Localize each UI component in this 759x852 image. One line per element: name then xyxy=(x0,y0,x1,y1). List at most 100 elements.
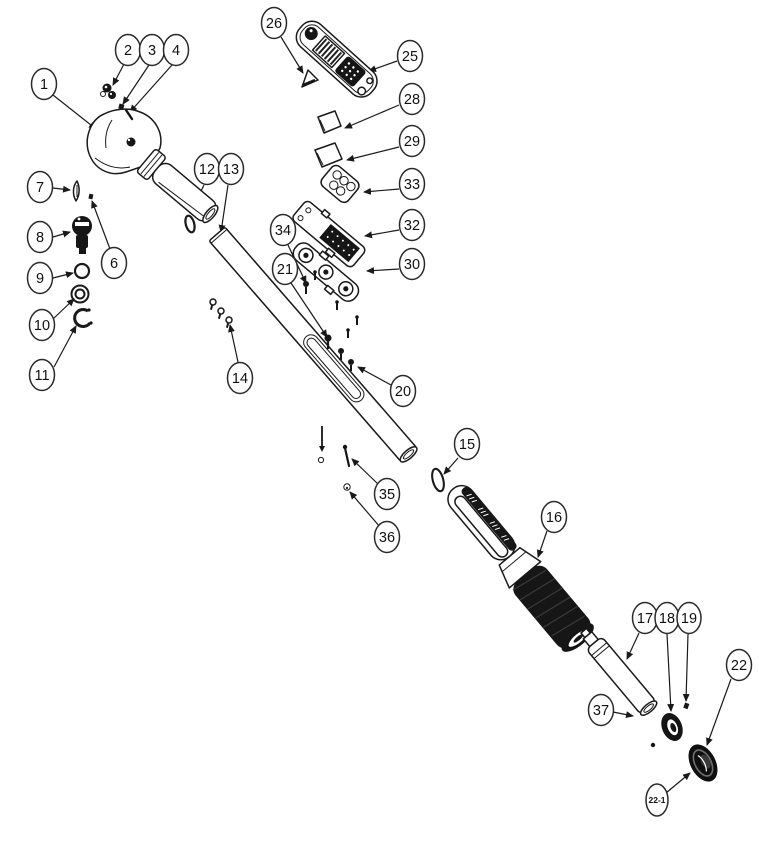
balloon-9: 9 xyxy=(26,261,54,295)
balloon-13-label: 13 xyxy=(223,162,239,178)
balloon-2-label: 2 xyxy=(124,43,132,59)
balloon-17: 17 xyxy=(631,601,659,635)
balloon-32: 32 xyxy=(398,208,426,242)
balloon-9-label: 9 xyxy=(36,271,44,287)
balloon-25: 25 xyxy=(396,39,424,73)
leader-16 xyxy=(536,530,548,558)
part-20-screws xyxy=(338,348,354,371)
parts xyxy=(70,20,718,782)
leader-33 xyxy=(363,187,400,195)
balloon-6-label: 6 xyxy=(110,256,118,272)
balloon-3: 3 xyxy=(138,33,166,67)
balloon-25-label: 25 xyxy=(402,49,418,65)
part-21-screw xyxy=(324,334,332,349)
part-1-ratchet-head xyxy=(86,108,219,224)
balloon-14: 14 xyxy=(226,361,254,395)
balloon-4-label: 4 xyxy=(172,43,180,59)
small-ball xyxy=(650,742,656,748)
balloon-33: 33 xyxy=(398,167,426,201)
part-34-screw xyxy=(303,281,309,294)
balloon-15-label: 15 xyxy=(459,437,475,453)
part-17-battery-tube xyxy=(580,627,658,716)
balloon-21-label: 21 xyxy=(277,262,293,278)
balloon-18-label: 18 xyxy=(659,611,675,627)
leader-29 xyxy=(346,146,400,162)
leader-22 xyxy=(706,678,732,746)
leader-4 xyxy=(129,64,173,113)
balloon-36-label: 36 xyxy=(379,530,395,546)
balloon-10: 10 xyxy=(28,308,56,342)
balloon-32-label: 32 xyxy=(404,218,420,234)
part-37-tube-end xyxy=(639,700,658,716)
balloon-20: 20 xyxy=(389,374,417,408)
leader-18 xyxy=(666,633,675,712)
balloon-7: 7 xyxy=(26,170,54,204)
leader-13 xyxy=(218,184,229,233)
balloon-16: 16 xyxy=(540,500,568,534)
part-25-display-module xyxy=(295,20,378,98)
part-8-drive-gear xyxy=(72,216,92,254)
leader-6 xyxy=(91,200,111,250)
part-3-spring-block xyxy=(118,103,125,110)
part-9-o-ring xyxy=(73,262,91,280)
balloon-6: 6 xyxy=(100,246,128,280)
balloon-26: 26 xyxy=(260,6,288,40)
balloon-29: 29 xyxy=(398,124,426,158)
loose-pins xyxy=(313,270,359,338)
balloon-30-label: 30 xyxy=(404,257,420,273)
part-28-plate xyxy=(317,110,342,134)
balloon-7-label: 7 xyxy=(36,180,44,196)
part-36-ball xyxy=(343,483,351,491)
part-19-pin xyxy=(683,702,690,710)
part-22-end-cap xyxy=(688,744,718,782)
balloon-34-label: 34 xyxy=(275,223,291,239)
balloon-35: 35 xyxy=(373,477,401,511)
part-30-bracket xyxy=(292,242,360,302)
leader-3 xyxy=(122,64,150,105)
balloon-8-label: 8 xyxy=(36,230,44,246)
leader-10 xyxy=(52,298,75,320)
balloon-callouts: 1 2 3 4 6 7 8 9 10 11 12 13 14 15 16 17 … xyxy=(26,6,753,817)
balloon-20-label: 20 xyxy=(395,384,411,400)
balloon-30: 30 xyxy=(398,247,426,281)
leader-28 xyxy=(344,104,400,129)
balloon-33-label: 33 xyxy=(404,177,420,193)
balloon-28: 28 xyxy=(398,82,426,116)
balloon-18: 18 xyxy=(654,601,680,635)
balloon-29-label: 29 xyxy=(404,134,420,150)
leader-14 xyxy=(228,324,239,363)
balloon-10-label: 10 xyxy=(34,318,50,334)
balloon-1-label: 1 xyxy=(40,77,48,93)
part-14-screws xyxy=(209,298,233,328)
leader-11 xyxy=(53,325,77,368)
balloon-22: 22 xyxy=(725,648,753,682)
part-2-pawl xyxy=(100,83,116,99)
part-10-washer xyxy=(70,284,90,304)
part-26-clip xyxy=(301,69,319,88)
balloon-3-label: 3 xyxy=(148,43,156,59)
part-11-retaining-ring xyxy=(73,307,93,328)
balloon-37-label: 37 xyxy=(593,703,609,719)
balloon-22-1-label: 22-1 xyxy=(648,795,665,805)
leader-35 xyxy=(351,458,380,486)
part-12-o-ring xyxy=(184,214,196,234)
leader-lines xyxy=(52,36,732,794)
balloon-34: 34 xyxy=(269,213,297,247)
leader-17 xyxy=(626,632,640,660)
part-13-main-tube xyxy=(209,227,418,463)
part-32-circuit-board xyxy=(292,200,366,268)
part-29-plate xyxy=(314,142,343,168)
leader-25 xyxy=(368,60,398,72)
balloon-17-label: 17 xyxy=(637,611,653,627)
balloon-12-label: 12 xyxy=(199,162,215,178)
balloon-19: 19 xyxy=(676,601,702,635)
leader-22-1 xyxy=(665,772,691,794)
leader-19 xyxy=(682,633,690,702)
part-16-handle xyxy=(447,484,594,652)
leader-15 xyxy=(443,457,459,475)
balloon-12: 12 xyxy=(193,152,221,186)
part-33-keypad xyxy=(320,164,360,204)
leader-32 xyxy=(364,229,400,239)
